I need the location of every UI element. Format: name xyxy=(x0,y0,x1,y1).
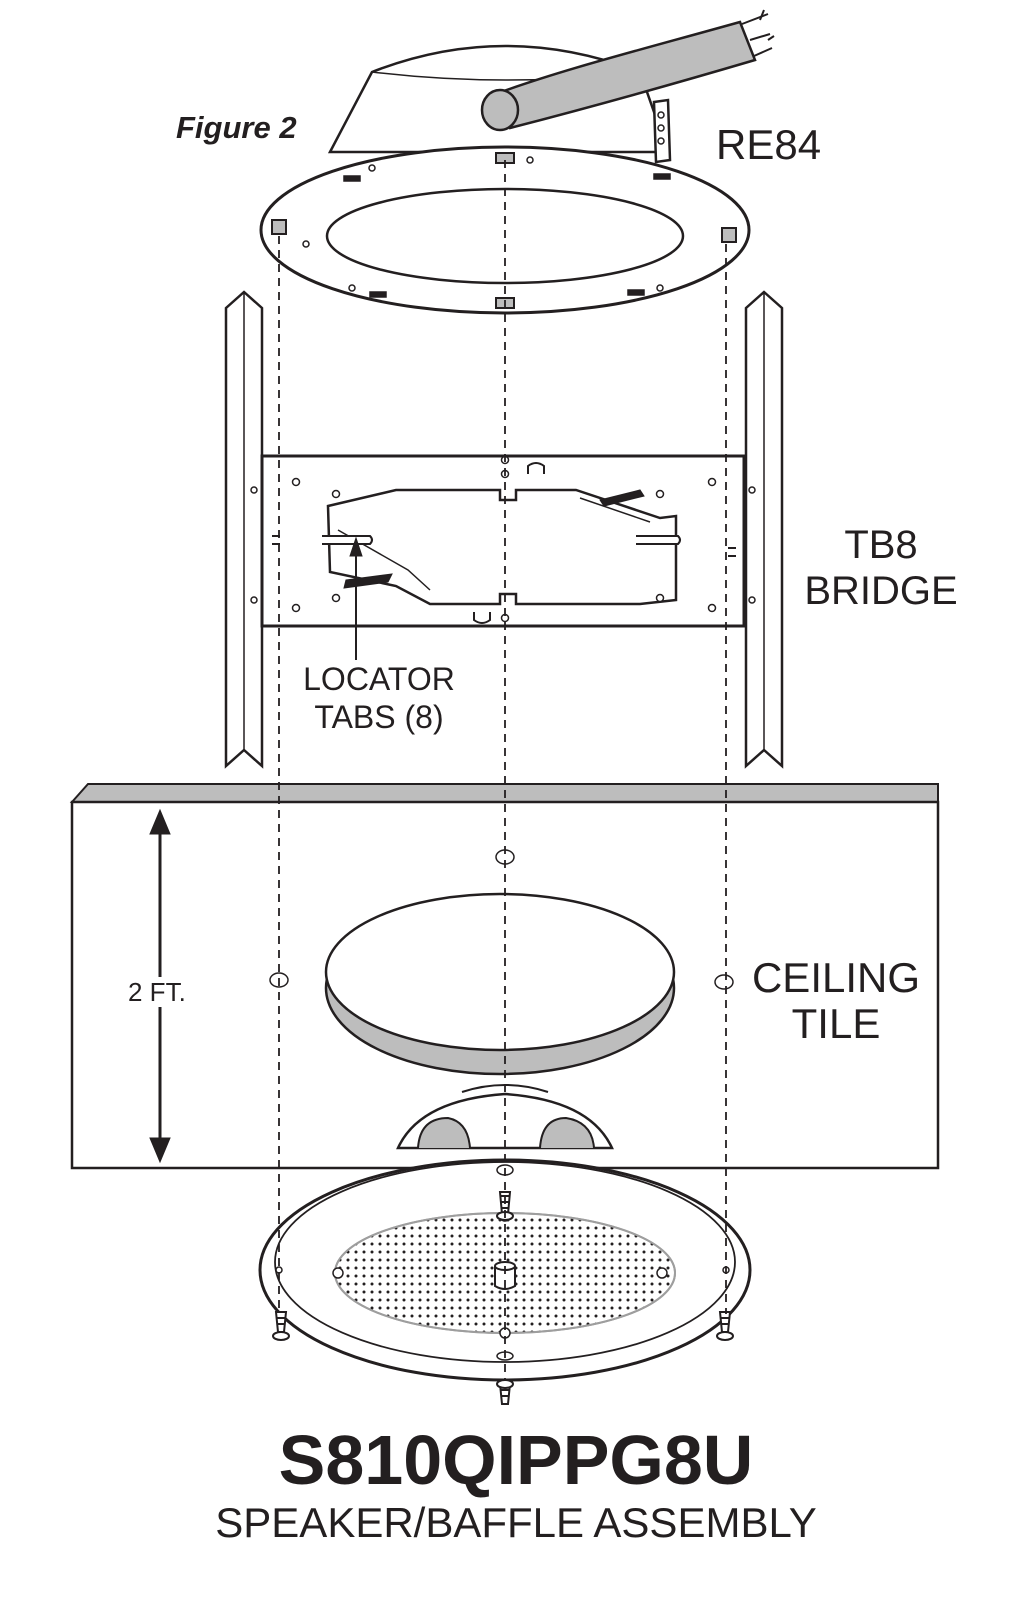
speaker-driver xyxy=(396,1084,614,1150)
tb8-label-line1: TB8 xyxy=(844,523,918,567)
locator-label-line2: TABS (8) xyxy=(314,699,444,735)
dimension-label: 2 FT. xyxy=(128,977,186,1007)
ceiling-tile-cutout xyxy=(324,892,676,1076)
locator-tabs-label: LOCATOR TABS (8) xyxy=(296,660,462,736)
assembly-subtitle: SPEAKER/BAFFLE ASSEMBLY xyxy=(215,1499,817,1546)
re84-back-can xyxy=(327,9,775,164)
model-number: S810QIPPG8U xyxy=(278,1421,754,1499)
figure-label: Figure 2 xyxy=(176,110,297,145)
locator-label-line1: LOCATOR xyxy=(303,661,455,697)
ceiling-label-line1: CEILING xyxy=(751,954,921,1001)
ceiling-tile-label: CEILING TILE xyxy=(746,955,926,1047)
ceiling-label-line2: TILE xyxy=(791,1000,881,1047)
left-angle-rail xyxy=(224,290,264,769)
re84-label: RE84 xyxy=(716,121,822,168)
tb8-bridge-label: TB8 BRIDGE xyxy=(796,522,966,614)
right-angle-rail xyxy=(744,290,784,769)
tb8-label-line2: BRIDGE xyxy=(804,569,958,613)
alignment-guides xyxy=(278,160,727,1380)
tb8-bridge-plate xyxy=(260,454,746,628)
baffle-screws xyxy=(272,1191,734,1405)
locator-tabs-callout xyxy=(349,536,363,660)
